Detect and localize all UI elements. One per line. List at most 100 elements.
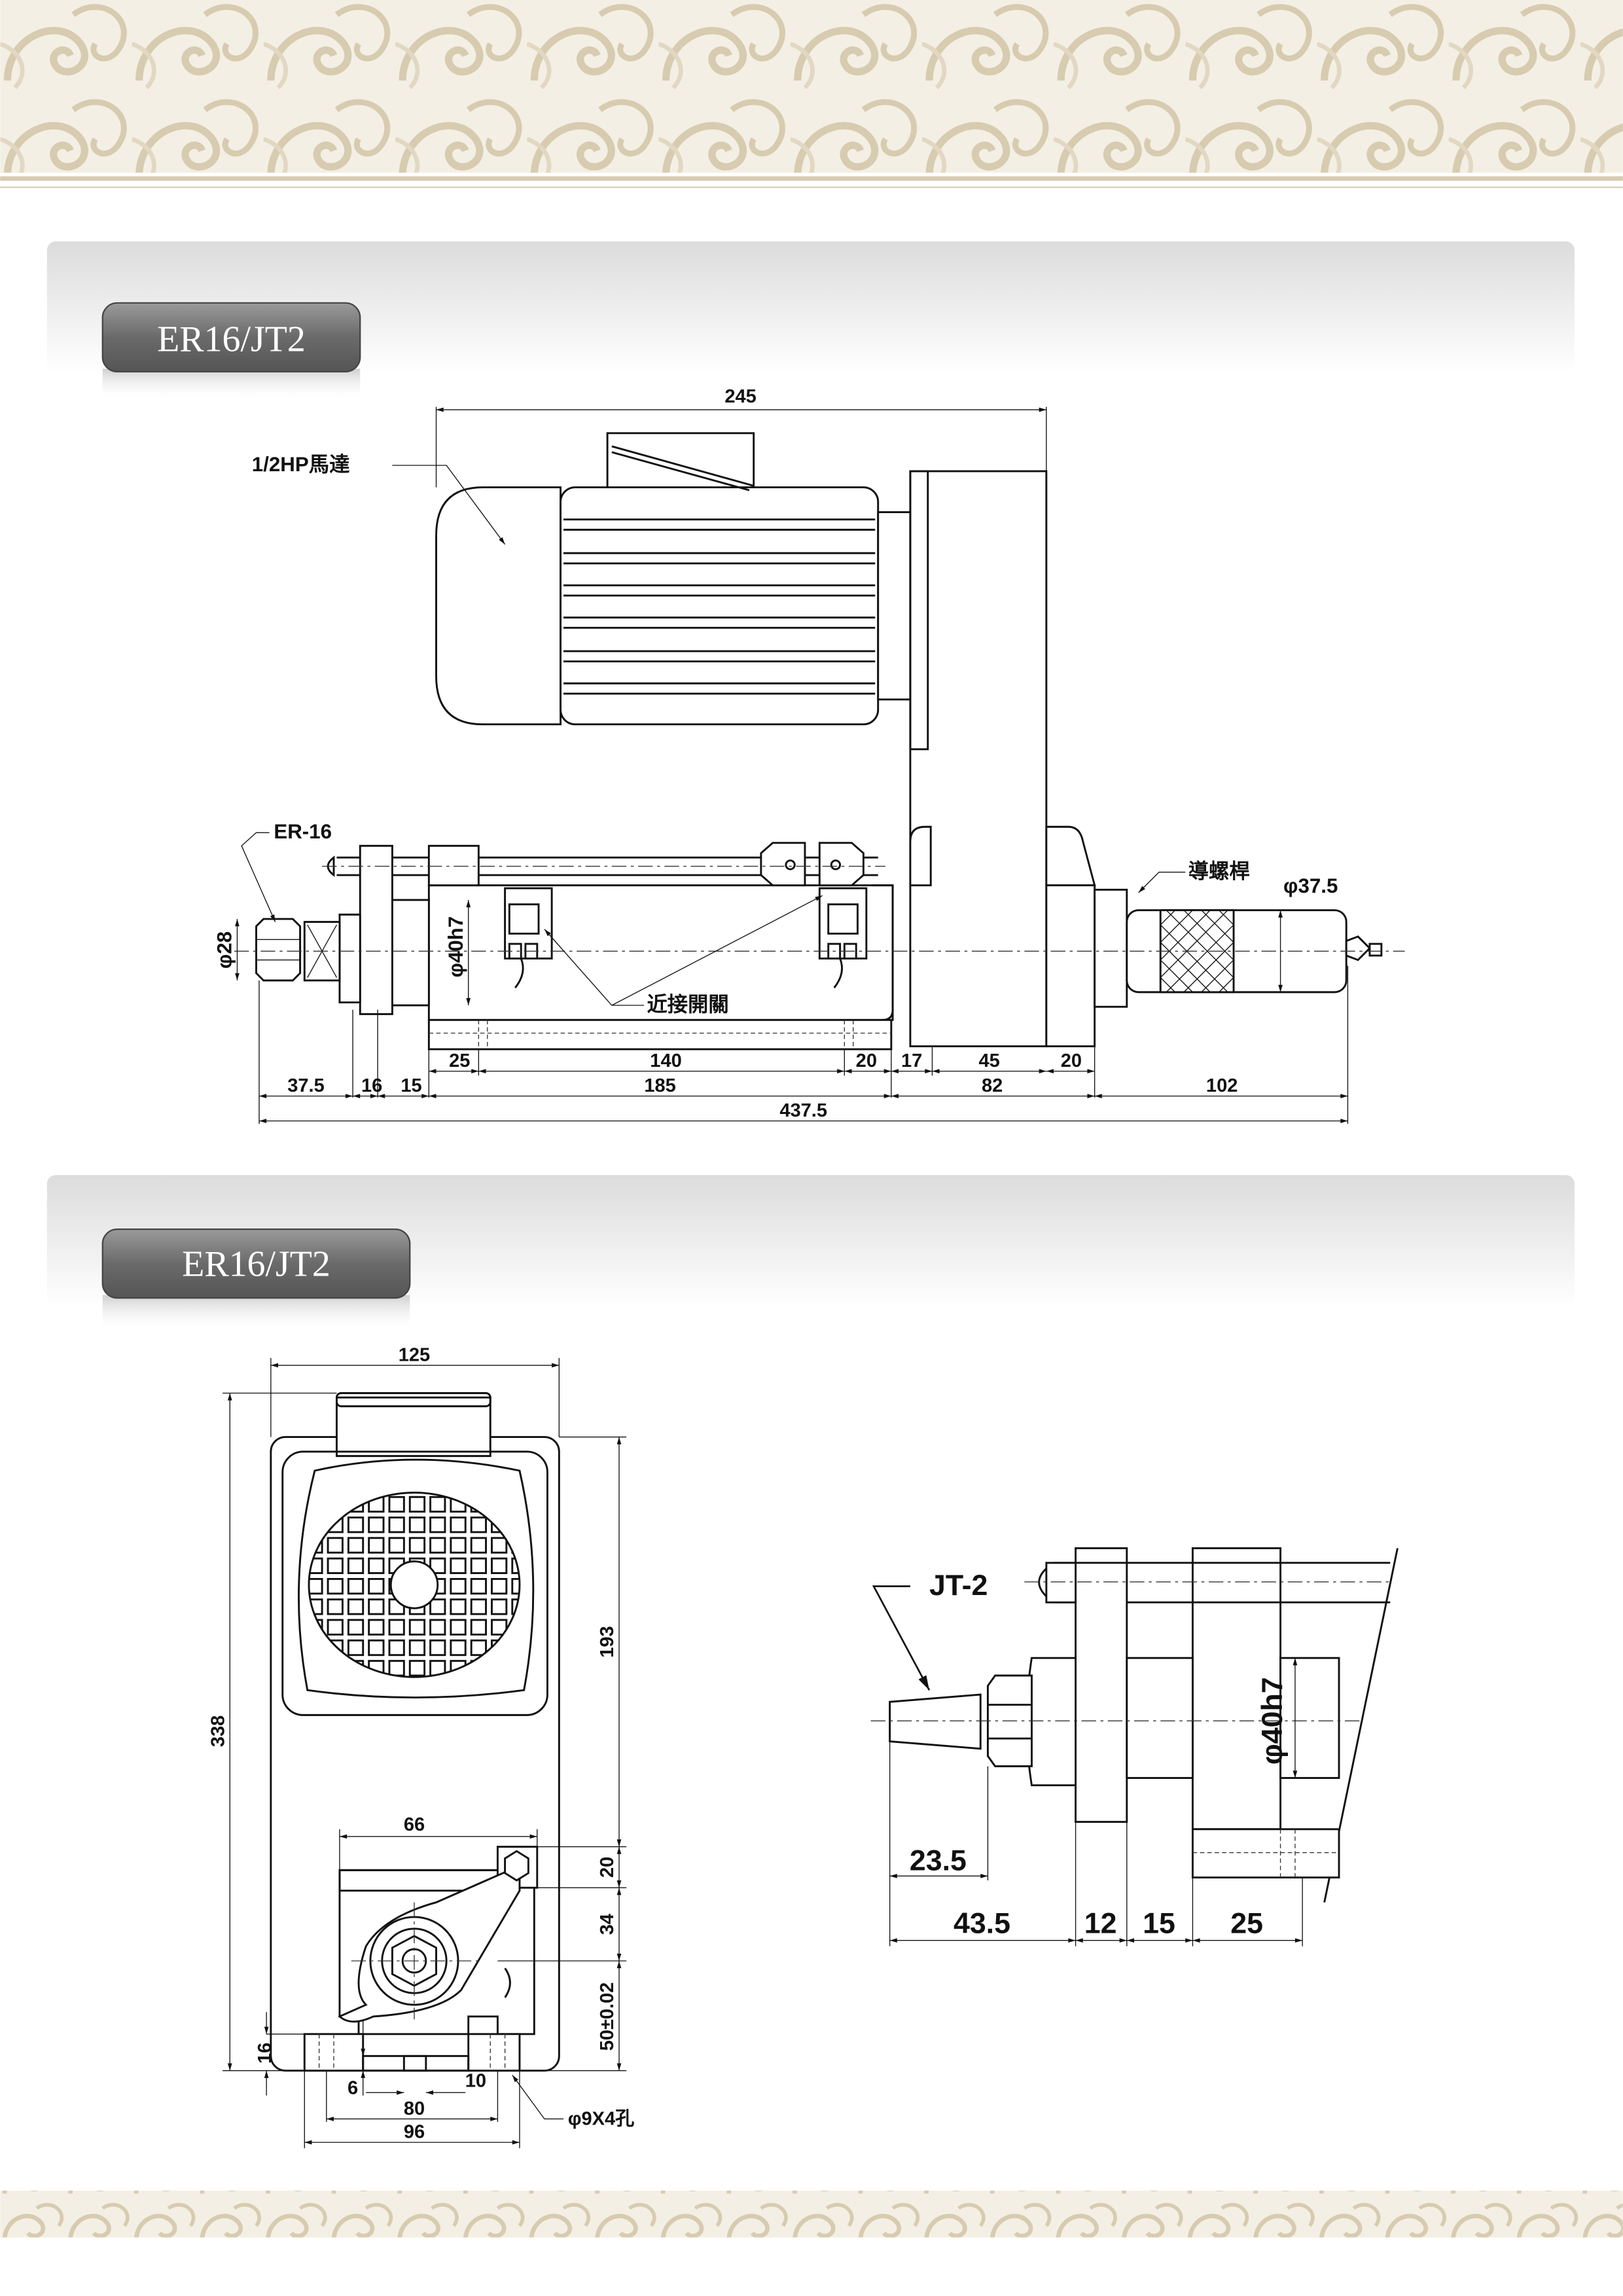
hole-note: φ9X4孔 [568,2108,635,2129]
jt2-detail-drawing: JT-2 φ40h7 23.5 43.5 12 15 25 [870,1547,1399,1946]
grille-slot [388,1660,405,1677]
section-1-title-pill [101,302,361,373]
grille-slot [450,1639,467,1657]
grille-slot [347,1598,365,1615]
dim-66: 66 [404,1814,425,1835]
bottom-ornament-band [0,2191,1623,2238]
jt2-label: JT-2 [929,1570,988,1602]
dim-row1: 45 [978,1050,999,1071]
grille-slot [429,1537,446,1554]
proximity-switch-label: 近接開關 [647,993,728,1016]
grille-slot [470,1639,487,1657]
dim-row2: 185 [644,1075,675,1096]
grille-slot [511,1577,520,1595]
spindle-diameter-label: φ40h7 [444,916,467,978]
grille-slot [347,1577,365,1595]
grille-slot [491,1557,508,1574]
lead-screw-label: 導螺桿 [1188,859,1250,882]
jt2-spindle-diameter: φ40h7 [1257,1677,1289,1765]
grille-slot [491,1577,508,1595]
grille-slot [470,1598,487,1615]
grille-slot [450,1598,467,1615]
grille-slot [470,1537,487,1554]
grille-slot [408,1639,426,1657]
grille-slot [429,1619,446,1636]
dim-row1: 25 [449,1050,470,1071]
grille-slot [470,1577,487,1595]
belt-housing [909,470,1048,1048]
grille-slot [388,1537,405,1554]
grille-slot [429,1557,446,1574]
grille-slot [347,1516,365,1534]
front-flange [359,844,393,1015]
motor-label: 1/2HP馬達 [252,453,350,476]
grille-slot [429,1516,446,1534]
grille-slot [327,1577,344,1595]
dim-row2: 15 [401,1075,421,1096]
grille-slot [450,1537,467,1554]
grille-slot [429,1496,446,1513]
dim-row2: 82 [982,1075,1003,1096]
section-1-title: ER16/JT2 [157,319,306,360]
dim-16: 16 [255,2043,276,2064]
grille-slot [368,1537,385,1554]
grille-slot [408,1537,426,1554]
grille-slot [450,1619,467,1636]
er16-label: ER-16 [274,820,332,843]
dim-row2: 102 [1206,1075,1238,1096]
dim-245: 245 [724,386,756,407]
grille-slot [388,1516,405,1534]
dim-6: 6 [348,2077,358,2098]
dim-20: 20 [597,1857,618,1878]
dim-row2: 37.5 [287,1075,325,1096]
grille-slot [388,1496,405,1513]
grille-slot [429,1598,446,1615]
grille-slot [368,1577,385,1595]
er16-collet-nut [255,918,302,982]
grille-slot [408,1660,426,1677]
grille-slot [347,1537,365,1554]
top-ornament-band [0,0,1623,173]
dim-row1: 17 [901,1050,922,1071]
grille-slot [368,1639,385,1657]
grille-slot [450,1557,467,1574]
grille-slot [327,1598,344,1615]
jt2-dim: 25 [1230,1908,1263,1940]
grille-slot [450,1577,467,1595]
section-2-title: ER16/JT2 [182,1244,330,1285]
grille-slot [491,1619,508,1636]
screw-diameter-label: φ37.5 [1283,874,1338,897]
grille-slot [491,1598,508,1615]
dim-80: 80 [404,2098,425,2119]
end-view-drawing: 125 338 193 20 34 50±0.02 66 16 6 10 80 … [207,1344,635,2149]
jt2-dim: 43.5 [954,1908,1010,1940]
dim-34: 34 [597,1914,618,1935]
grille-slot [308,1557,323,1574]
grille-slot [327,1537,344,1554]
grille-slot [429,1639,446,1657]
jt2-dim: 12 [1084,1908,1117,1940]
grille-slot [368,1516,385,1534]
dim-125: 125 [399,1344,430,1365]
grille-slot [368,1598,385,1615]
grille-slot [408,1496,426,1513]
grille-slot [347,1557,365,1574]
dim-96: 96 [404,2122,425,2143]
motor [435,432,912,726]
dim-338: 338 [207,1715,228,1747]
dim-row2: 16 [361,1075,382,1096]
dim-row1: 20 [1061,1050,1082,1071]
grille-slot [388,1619,405,1636]
dim-10: 10 [465,2070,486,2091]
dim-row1: 20 [856,1050,877,1071]
grille-slot [327,1557,344,1574]
grille-slot [511,1557,520,1574]
grille-slot [368,1557,385,1574]
jt2-arbor [889,1693,982,1750]
grille-slot [491,1537,508,1554]
jt2-dim: 23.5 [910,1844,967,1876]
dim-total: 437.5 [779,1100,827,1121]
grille-slot [511,1598,520,1615]
grille-slot [347,1639,365,1657]
